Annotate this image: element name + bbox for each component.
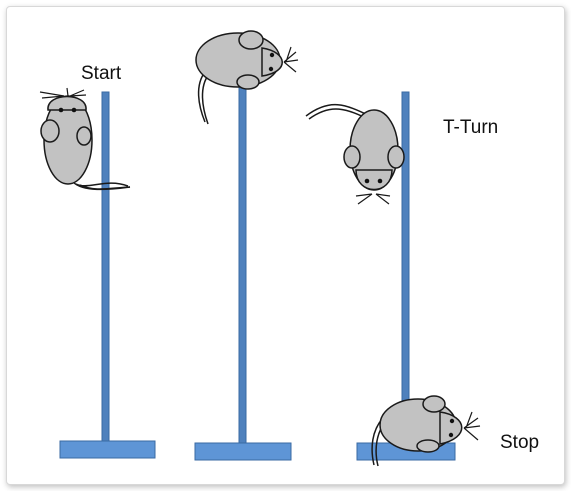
pole-2	[194, 87, 292, 461]
figure-frame	[6, 6, 565, 485]
mouse-icon	[371, 395, 481, 467]
mouse-icon	[305, 103, 405, 205]
t-turn-label: T-Turn	[443, 117, 499, 138]
mouse-icon	[39, 87, 131, 191]
stop-label: Stop	[500, 432, 540, 453]
mouse-icon	[195, 30, 299, 125]
pole-1	[59, 91, 156, 459]
start-label: Start	[81, 63, 122, 84]
